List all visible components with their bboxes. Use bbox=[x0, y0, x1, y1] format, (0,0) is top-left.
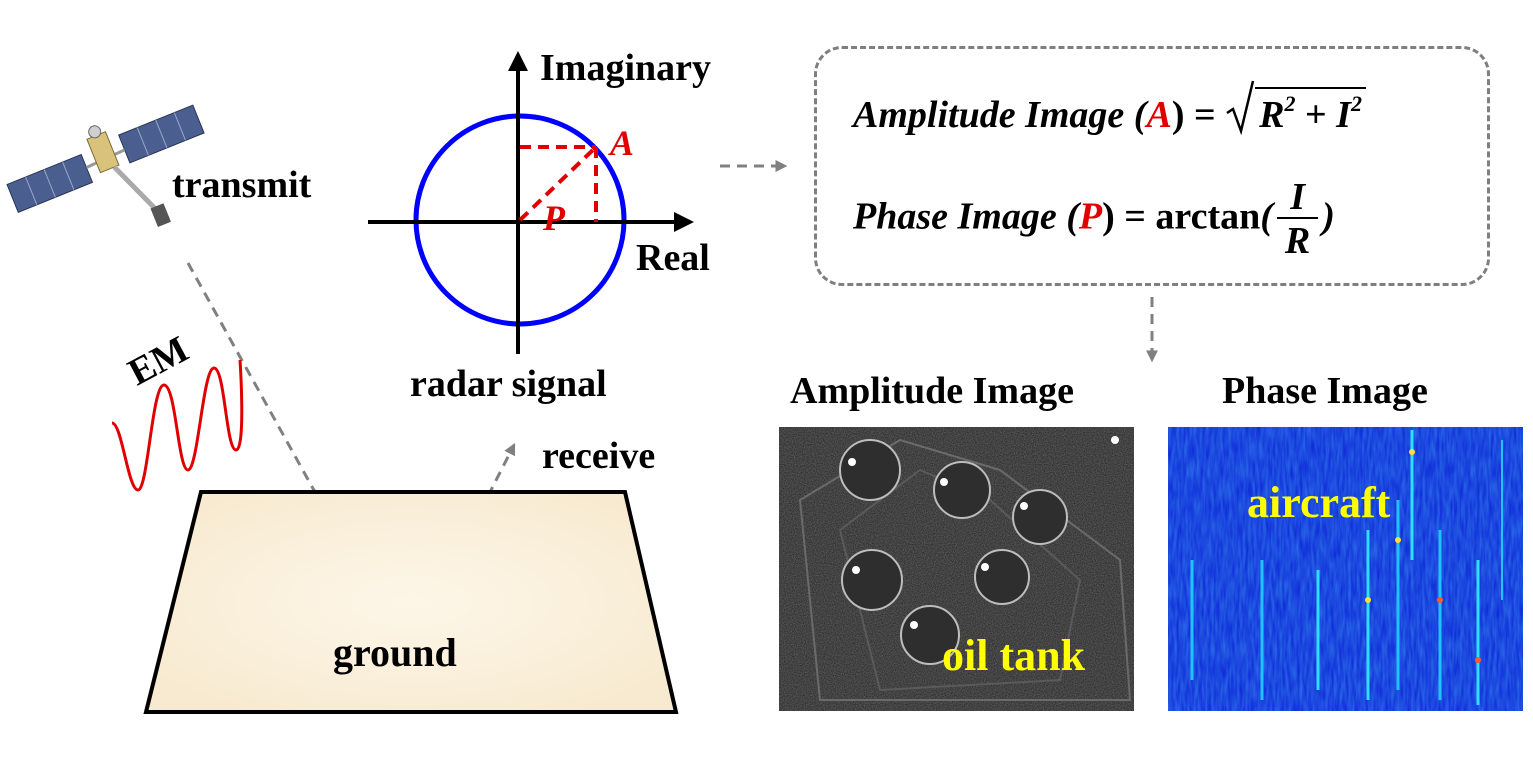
sqrt-body: R2 + I2 bbox=[1255, 87, 1366, 137]
point-a-label: A bbox=[608, 123, 634, 163]
phase-open-paren: ( bbox=[1260, 195, 1273, 238]
aircraft-label: aircraft bbox=[1247, 478, 1391, 527]
fraction-numerator: I bbox=[1290, 176, 1305, 218]
point-p-label: P bbox=[542, 198, 566, 238]
amplitude-exp-1: 2 bbox=[1284, 91, 1296, 116]
phase-close-paren: ) bbox=[1322, 195, 1335, 238]
amplitude-plus: + bbox=[1295, 94, 1337, 136]
transmit-arrow bbox=[186, 262, 374, 598]
satellite-icon bbox=[6, 104, 205, 228]
amplitude-formula: Amplitude Image (A) = R2 + I2 bbox=[853, 80, 1366, 137]
ground-plane bbox=[143, 490, 679, 714]
phase-formula-prefix: Phase Image ( bbox=[853, 195, 1079, 238]
sqrt-symbol: R2 + I2 bbox=[1225, 80, 1366, 137]
amplitude-image-title: Amplitude Image bbox=[790, 370, 1074, 412]
radar-signal-label: radar signal bbox=[410, 363, 607, 405]
oil-tank-label: oil tank bbox=[942, 631, 1086, 680]
formula-box: Amplitude Image (A) = R2 + I2 Phase Imag… bbox=[814, 46, 1490, 286]
complex-plane bbox=[368, 51, 694, 354]
em-label: EM bbox=[122, 328, 196, 394]
ground-label: ground bbox=[333, 630, 457, 675]
phase-image-title: Phase Image bbox=[1222, 370, 1428, 412]
amplitude-formula-suffix: ) = bbox=[1171, 94, 1226, 136]
phase-image bbox=[1168, 427, 1523, 711]
phase-formula-suffix: ) = bbox=[1102, 195, 1156, 238]
real-label: Real bbox=[636, 237, 710, 279]
amplitude-image bbox=[779, 427, 1134, 711]
amplitude-symbol: A bbox=[1146, 94, 1172, 136]
imaginary-label: Imaginary bbox=[540, 47, 711, 89]
em-wave bbox=[111, 359, 244, 492]
amplitude-formula-prefix: Amplitude Image ( bbox=[853, 94, 1147, 136]
amplitude-exp-2: 2 bbox=[1350, 91, 1362, 116]
arctan-function: arctan bbox=[1155, 195, 1261, 238]
fraction-denominator: R bbox=[1276, 217, 1319, 263]
receive-label: receive bbox=[542, 435, 655, 477]
transmit-label: transmit bbox=[172, 164, 312, 206]
phase-symbol: P bbox=[1078, 195, 1103, 238]
amplitude-r: R bbox=[1259, 94, 1285, 136]
amplitude-i: I bbox=[1336, 94, 1351, 136]
